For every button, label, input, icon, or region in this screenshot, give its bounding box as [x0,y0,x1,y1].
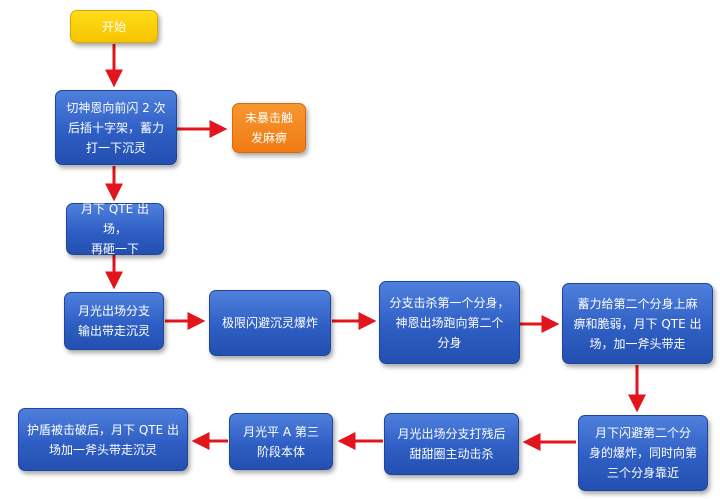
step-4-node: 极限闪避沉灵爆炸 [209,290,331,356]
step-9-node: 月光平 A 第三 阶段本体 [229,413,333,470]
step-9-label: 月光平 A 第三 阶段本体 [243,424,319,459]
step-6-label: 蓄力给第二个分身上麻 痹和脆弱，月下 QTE 出 场，加一斧头带走 [573,296,702,351]
step-8-node: 月光出场分支打残后 甜甜圈主动击杀 [384,413,519,475]
start-node-label: 开始 [101,19,126,34]
paralysis-note-label: 未暴击触 发麻痹 [244,111,293,145]
step-8-label: 月光出场分支打残后 甜甜圈主动击杀 [397,427,506,461]
step-5-label: 分支击杀第一个分身， 神恩出场跑向第二个 分身 [389,295,510,350]
step-6-node: 蓄力给第二个分身上麻 痹和脆弱，月下 QTE 出 场，加一斧头带走 [562,283,713,364]
step-10-label: 护盾被击破后，月下 QTE 出 场加一斧头带走沉灵 [27,422,179,457]
step-3-label: 月光出场分支 输出带走沉灵 [77,304,150,338]
paralysis-note-node: 未暴击触 发麻痹 [232,103,306,153]
step-1-node: 切神恩向前闪 2 次 后插十字架，蓄力 打一下沉灵 [55,90,177,165]
step-2-node: 月下 QTE 出场， 再砸一下 [66,202,164,256]
step-2-label: 月下 QTE 出场， 再砸一下 [81,202,149,256]
step-5-node: 分支击杀第一个分身， 神恩出场跑向第二个 分身 [379,281,520,364]
step-1-label: 切神恩向前闪 2 次 后插十字架，蓄力 打一下沉灵 [66,100,166,155]
step-7-node: 月下闪避第二个分 身的爆炸，同时向第 三个分身靠近 [578,415,708,491]
start-node: 开始 [70,10,158,43]
step-7-label: 月下闪避第二个分 身的爆炸，同时向第 三个分身靠近 [588,426,697,480]
step-4-label: 极限闪避沉灵爆炸 [221,316,318,330]
step-3-node: 月光出场分支 输出带走沉灵 [64,292,164,350]
step-10-node: 护盾被击破后，月下 QTE 出 场加一斧头带走沉灵 [18,408,188,471]
